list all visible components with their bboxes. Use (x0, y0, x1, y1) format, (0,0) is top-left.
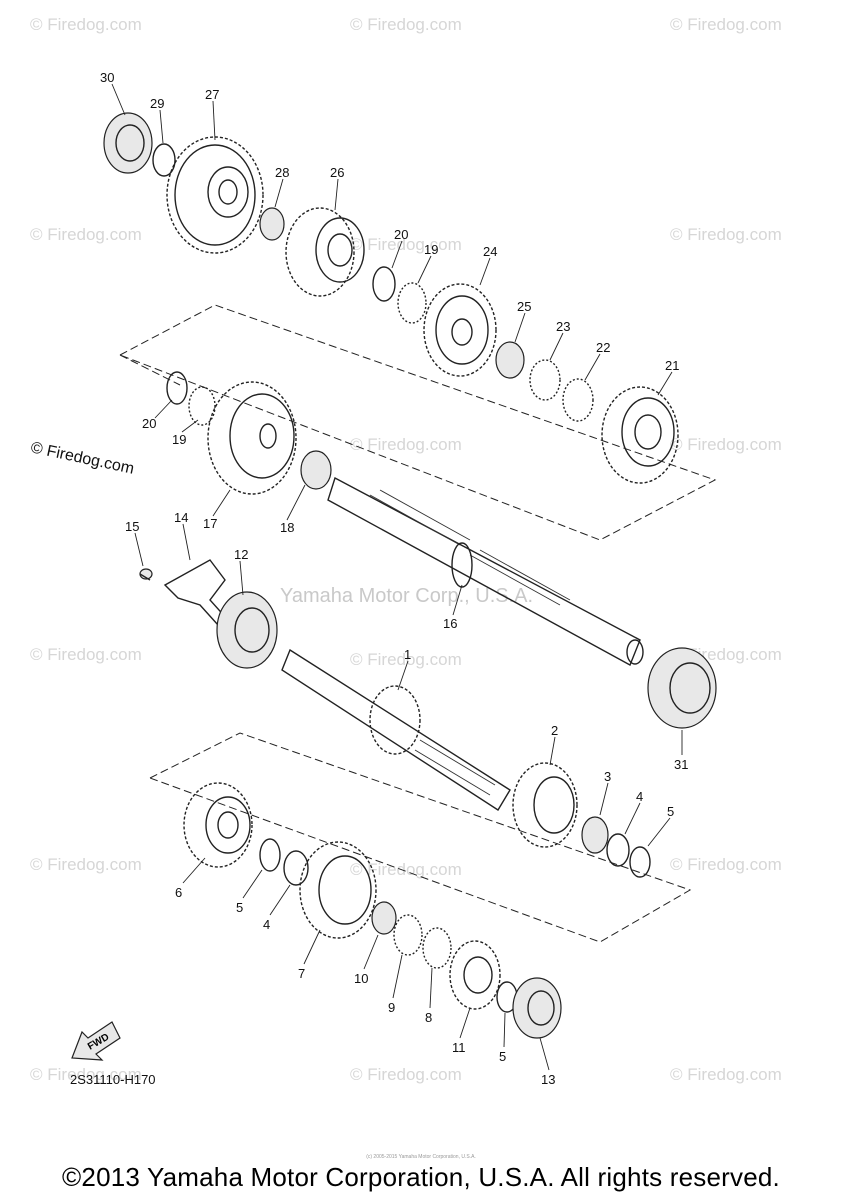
callout-14: 14 (174, 510, 188, 525)
callout-9: 9 (388, 1000, 395, 1015)
circlip-5-right (629, 846, 651, 878)
callout-labels: 30 29 27 28 26 20 19 24 25 23 22 21 20 1… (100, 70, 688, 1087)
bearing-18 (300, 450, 332, 490)
watermark: © Firedog.com (350, 650, 462, 669)
washer-9 (393, 914, 423, 956)
watermark: © Firedog.com (30, 225, 142, 244)
watermark: © Firedog.com (350, 15, 462, 34)
gear-21 (601, 386, 679, 484)
washer-19-lower (188, 386, 216, 426)
callout-12: 12 (234, 547, 248, 562)
shaft-1 (281, 648, 511, 811)
callout-26: 26 (330, 165, 344, 180)
callout-30: 30 (100, 70, 114, 85)
callout-8: 8 (425, 1010, 432, 1025)
callout-1: 1 (404, 647, 411, 662)
bearing-25 (495, 341, 525, 379)
callout-29: 29 (150, 96, 164, 111)
watermark-dark: © Firedog.com (29, 439, 135, 477)
gear-7 (299, 841, 377, 939)
callout-16: 16 (443, 616, 457, 631)
watermark: © Firedog.com (30, 15, 142, 34)
copyright-footer: ©2013 Yamaha Motor Corporation, U.S.A. A… (62, 1162, 780, 1192)
watermark: © Firedog.com (350, 860, 462, 879)
callout-19-upper: 19 (424, 242, 438, 257)
center-watermark: Yamaha Motor Corp., U.S.A. (280, 585, 533, 607)
bearing-28 (259, 207, 285, 241)
callout-28: 28 (275, 165, 289, 180)
bearing-10 (371, 901, 397, 935)
gear-2 (512, 762, 578, 848)
tiny-copyright-note: (c) 2005-2015 Yamaha Motor Corporation, … (366, 1154, 476, 1160)
washer-8 (422, 927, 452, 969)
callout-19-lower: 19 (172, 432, 186, 447)
bearing-3 (581, 816, 609, 854)
diagram-code: 2S31110-H170 (70, 1072, 156, 1087)
watermark: © Firedog.com (350, 1065, 462, 1084)
gear-24 (423, 283, 497, 377)
callout-5-left: 5 (236, 900, 243, 915)
gear-17 (207, 381, 297, 495)
callout-18: 18 (280, 520, 294, 535)
leader-lines (111, 83, 683, 1071)
gear-26 (285, 207, 365, 297)
washer-19-upper (397, 282, 427, 324)
watermark: © Firedog.com (30, 855, 142, 874)
callout-3: 3 (604, 769, 611, 784)
callout-4-right: 4 (636, 789, 643, 804)
callout-10: 10 (354, 971, 368, 986)
washer-23 (529, 359, 561, 401)
bearing-13 (512, 977, 562, 1039)
callout-17: 17 (203, 516, 217, 531)
watermark: © Firedog.com (670, 225, 782, 244)
callout-20-upper: 20 (394, 227, 408, 242)
callout-21: 21 (665, 358, 679, 373)
watermark: © Firedog.com (670, 435, 782, 454)
callout-6: 6 (175, 885, 182, 900)
callout-22: 22 (596, 340, 610, 355)
watermark: © Firedog.com (670, 1065, 782, 1084)
watermark: © Firedog.com (30, 1065, 142, 1084)
shaft-16 (327, 476, 644, 666)
bolt-15 (139, 568, 153, 581)
callout-5-right: 5 (667, 804, 674, 819)
callout-20-lower: 20 (142, 416, 156, 431)
callout-23: 23 (556, 319, 570, 334)
bearing-12 (216, 591, 278, 669)
washer-4-left (283, 850, 309, 886)
upper-assembly-box (118, 304, 717, 541)
callout-27: 27 (205, 87, 219, 102)
callout-4-left: 4 (263, 917, 270, 932)
callout-15: 15 (125, 519, 139, 534)
callout-13: 13 (541, 1072, 555, 1087)
callout-5-bottom: 5 (499, 1049, 506, 1064)
callout-11: 11 (452, 1040, 466, 1055)
watermark: © Firedog.com (670, 15, 782, 34)
gear-6 (183, 782, 253, 868)
circlip-20-upper (372, 266, 396, 302)
callout-25: 25 (517, 299, 531, 314)
bearing-30 (103, 112, 153, 174)
washer-29 (152, 143, 176, 177)
gear-11 (449, 940, 501, 1010)
watermark-layer: © Firedog.com © Firedog.com © Firedog.co… (29, 15, 782, 1084)
callout-7: 7 (298, 966, 305, 981)
stopper-plate-14 (163, 559, 230, 626)
washer-22 (562, 378, 594, 422)
callout-24: 24 (483, 244, 497, 259)
watermark: © Firedog.com (350, 235, 462, 254)
washer-4-right (606, 833, 630, 867)
lower-assembly-box (148, 732, 692, 943)
watermark: © Firedog.com (30, 645, 142, 664)
gear-27 (166, 136, 264, 254)
callout-31: 31 (674, 757, 688, 772)
callout-2: 2 (551, 723, 558, 738)
circlip-20-lower (166, 371, 188, 405)
circlip-5-left (259, 838, 281, 872)
watermark: © Firedog.com (670, 855, 782, 874)
bearing-31 (647, 647, 717, 729)
fwd-arrow-icon: FWD (71, 1021, 121, 1061)
watermark: © Firedog.com (350, 435, 462, 454)
